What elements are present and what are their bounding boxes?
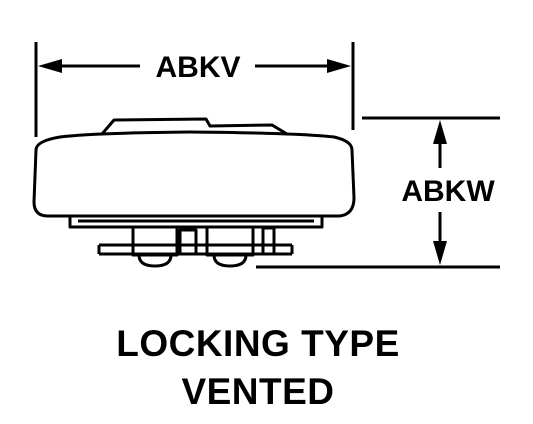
left-valve-bulb xyxy=(137,254,173,268)
right-post xyxy=(261,226,276,256)
width-arrowhead-left xyxy=(38,59,62,73)
caption-line-1: LOCKING TYPE xyxy=(116,323,400,364)
height-dimension xyxy=(256,116,500,269)
left-valve-body xyxy=(131,225,179,257)
cap-body xyxy=(32,117,356,229)
width-dimension-label: ABKV xyxy=(155,51,240,84)
caption-line-2: VENTED xyxy=(181,371,335,412)
height-dimension-label: ABKW xyxy=(401,175,495,208)
cap-shell xyxy=(32,130,356,218)
height-arrowhead-top xyxy=(433,120,447,144)
height-arrowhead-bottom xyxy=(433,241,447,265)
vent-assembly xyxy=(97,225,294,268)
width-arrowhead-right xyxy=(327,59,351,73)
right-valve-bulb xyxy=(212,254,248,268)
cap-flange xyxy=(68,214,324,229)
locking-lever xyxy=(100,117,288,136)
center-post xyxy=(178,228,198,256)
width-dimension xyxy=(34,42,355,137)
right-valve-body xyxy=(205,225,255,257)
